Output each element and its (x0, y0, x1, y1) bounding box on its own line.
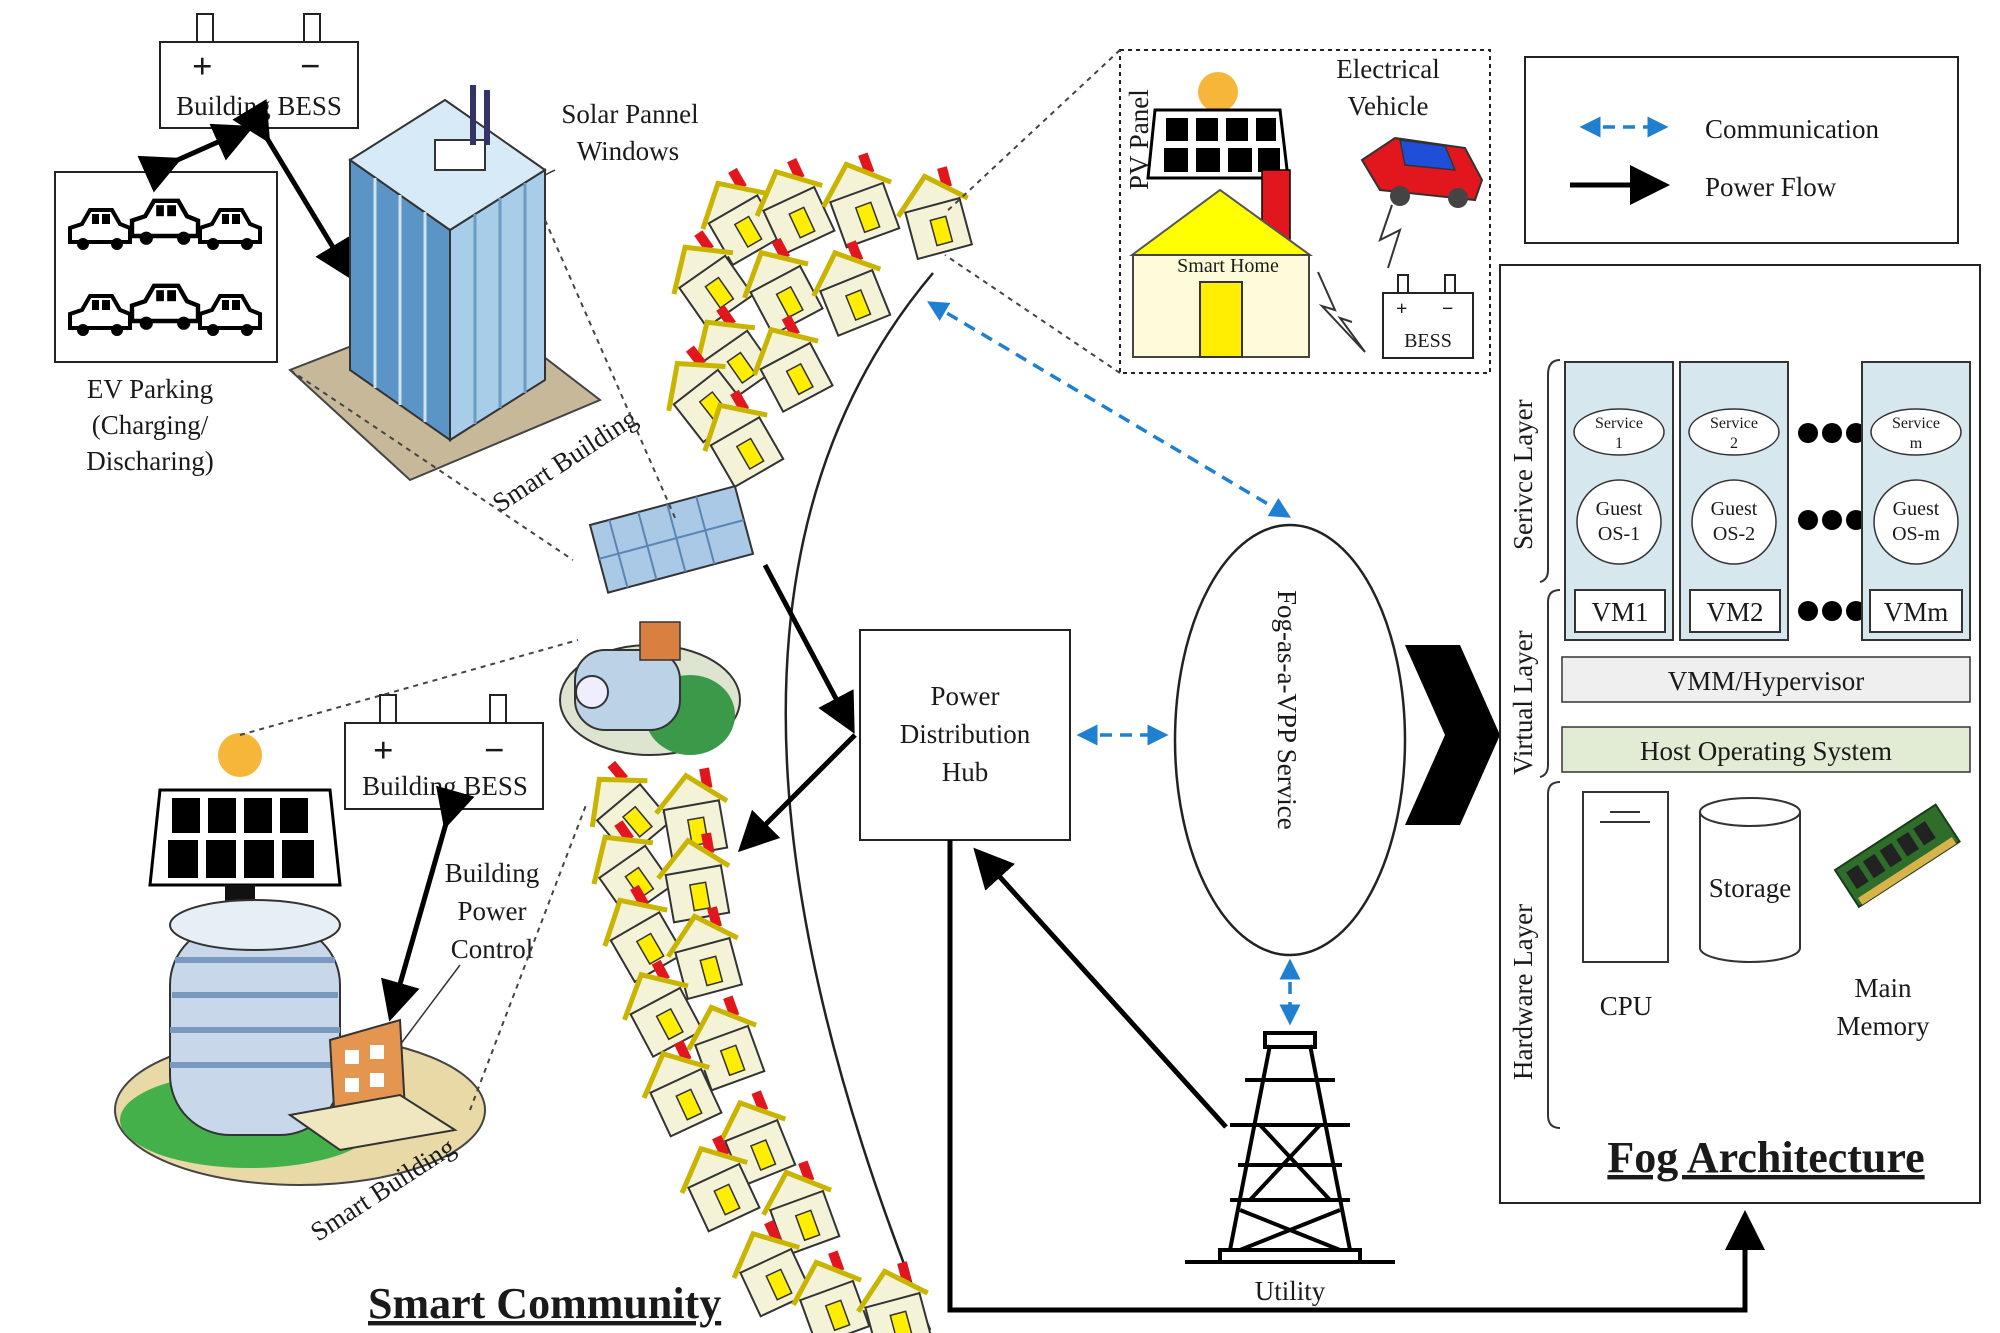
utility-to-hub-arrow (973, 847, 1228, 1129)
ev-parking-icon (54, 171, 278, 363)
community-to-hub-arrow (762, 563, 855, 734)
vmm-label: VMM/Hypervisor (1668, 666, 1865, 696)
utility-label: Utility (1255, 1276, 1326, 1306)
bottom-bess: + − Building BESS (344, 694, 544, 810)
bottom-solar-panel-icon (148, 733, 342, 915)
storage-icon (1699, 797, 1801, 963)
smart-home-inset: PV Panel Smart Home Electrical Vehicle +… (1119, 49, 1491, 374)
mini-building-1 (588, 484, 755, 594)
fog-architecture-heading: Fog Architecture (1607, 1133, 1924, 1182)
guest-os-1-index: OS-1 (1598, 523, 1640, 545)
hub-to-fog-arrow (947, 840, 1765, 1313)
smart-home-label: Smart Home (1177, 255, 1279, 277)
bess-control-arrow (381, 785, 475, 1022)
main-memory-icon (1833, 803, 1961, 909)
legend-power-flow-label: Power Flow (1705, 172, 1837, 202)
vm-ellipsis-dots (1798, 423, 1866, 621)
guest-os-2-index: OS-2 (1713, 523, 1755, 545)
smart-community-heading: Smart Community (368, 1279, 721, 1328)
bess-plus-icon: + (192, 46, 213, 86)
svg-text:+: + (1396, 298, 1407, 320)
svg-text:+: + (373, 730, 394, 770)
hub-label-1: Power (931, 681, 1000, 711)
bess-building-arrow (232, 98, 354, 281)
bess-parking-arrow (137, 123, 255, 193)
fog-detail-chevron-icon (1405, 645, 1500, 825)
service-2-index: 2 (1730, 435, 1738, 452)
guest-os-1-label: Guest (1596, 498, 1643, 520)
power-control-label-1: Building (445, 858, 540, 888)
home-bess-label: BESS (1404, 330, 1452, 352)
fog-architecture-panel: Serivce Layer Virtual Layer Hardware Lay… (1499, 264, 1981, 1204)
legend: Communication Power Flow (1524, 56, 1959, 244)
power-distribution-hub: Power Distribution Hub (859, 629, 1071, 841)
vm-column-2: Service 2 Guest OS-2 VM2 (1679, 361, 1789, 641)
vmm-bar (1561, 656, 1971, 703)
svg-text:−: − (1442, 298, 1453, 320)
bottom-bess-label: Building BESS (362, 771, 528, 801)
service-m-label: Service (1892, 415, 1940, 432)
utility-tower-icon (1185, 1031, 1395, 1264)
ev-parking-label-3: Discharing) (86, 446, 213, 476)
hub-to-community-arrow (737, 733, 857, 853)
ev-parking-label-1: EV Parking (87, 374, 213, 404)
ev-label-1: Electrical (1336, 54, 1439, 84)
community-arc (784, 272, 934, 1331)
vm-m-label: VMm (1884, 597, 1949, 627)
bottom-smart-building-icon (114, 899, 486, 1186)
cpu-label: CPU (1600, 991, 1653, 1021)
vm-1-label: VM1 (1591, 597, 1648, 627)
vm-column-m: Service m Guest OS-m VMm (1861, 361, 1971, 641)
guest-os-m-label: Guest (1893, 498, 1940, 520)
legend-communication-label: Communication (1705, 114, 1879, 144)
top-smart-building-icon (288, 85, 602, 482)
memory-label-1: Main (1855, 973, 1912, 1003)
memory-label-2: Memory (1837, 1011, 1930, 1041)
solar-panel-windows-label-1: Solar Pannel (561, 99, 698, 129)
service-2-label: Service (1710, 415, 1758, 432)
electric-vehicle-icon (1360, 136, 1484, 208)
house-cluster-top (647, 148, 980, 491)
guest-os-2-label: Guest (1711, 498, 1758, 520)
fog-vpp-service: Fog-as-a-VPP Service (1173, 523, 1407, 957)
hardware-layer-label: Hardware Layer (1508, 904, 1538, 1080)
ev-parking-label-2: (Charging/ (92, 410, 209, 440)
service-layer-label: Serivce Layer (1508, 399, 1538, 550)
hub-label-2: Distribution (900, 719, 1031, 749)
ev-label-2: Vehicle (1348, 91, 1429, 121)
cpu-icon (1582, 791, 1669, 963)
home-fog-communication-arrow (926, 301, 1292, 518)
hub-label-3: Hub (942, 757, 989, 787)
guest-os-m-index: OS-m (1892, 523, 1940, 545)
mini-building-2 (559, 621, 741, 756)
host-os-label: Host Operating System (1640, 736, 1892, 766)
service-1-label: Service (1595, 415, 1643, 432)
host-os-bar (1561, 726, 1971, 773)
vm-2-label: VM2 (1706, 597, 1763, 627)
vm-column-1: Service 1 Guest OS-1 VM1 (1564, 361, 1674, 641)
top-bess: + − Building BESS (159, 13, 359, 129)
bess-minus-icon: − (300, 46, 321, 86)
power-control-label-3: Control (451, 934, 534, 964)
virtual-layer-label: Virtual Layer (1508, 630, 1538, 775)
legend-box (1524, 56, 1959, 244)
svg-text:−: − (484, 730, 505, 770)
solar-panel-windows-label-2: Windows (577, 136, 679, 166)
service-1-index: 1 (1615, 435, 1623, 452)
service-m-index: m (1910, 435, 1923, 452)
power-control-label-2: Power (458, 896, 527, 926)
top-bess-label: Building BESS (176, 91, 342, 121)
storage-label: Storage (1709, 873, 1791, 903)
fog-service-label: Fog-as-a-VPP Service (1272, 590, 1302, 830)
